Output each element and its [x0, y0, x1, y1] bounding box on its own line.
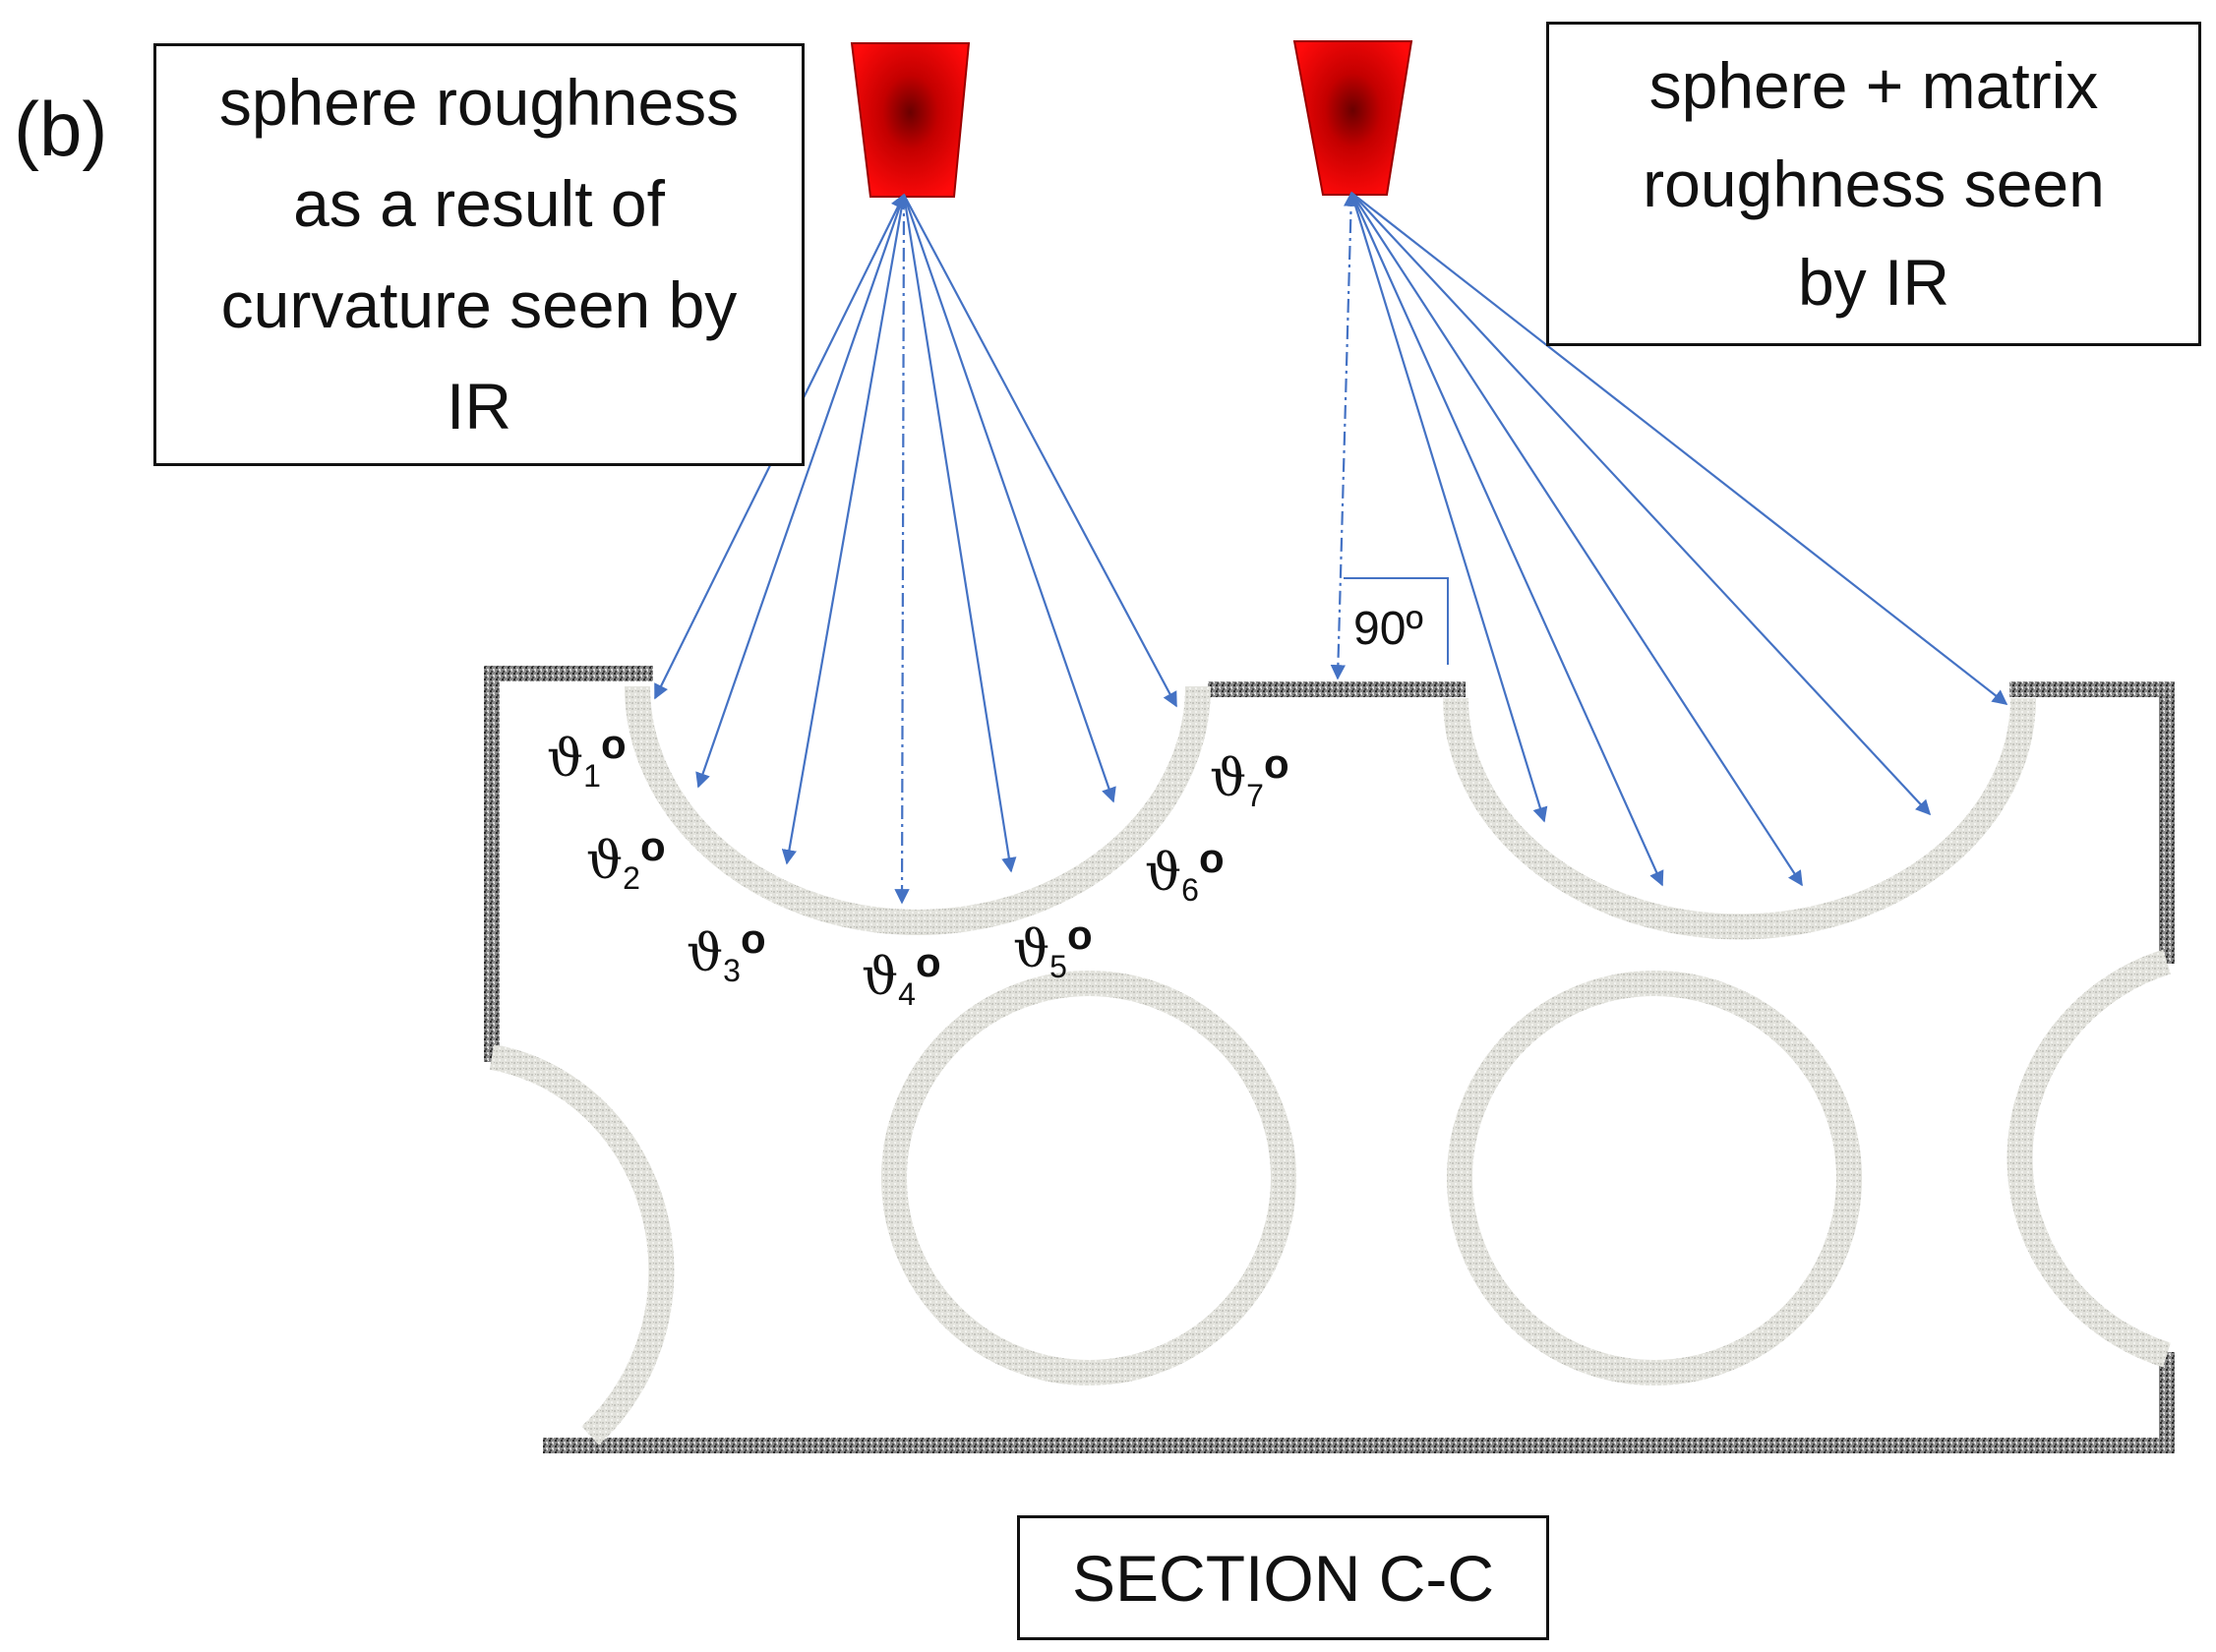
angle-3-symbol: ϑ	[687, 924, 724, 983]
angle-4-sub: 4	[898, 976, 916, 1012]
sphere-partial-right	[2006, 949, 2171, 1368]
angle-6-sub: 6	[1181, 872, 1199, 908]
right-angle-marker	[1344, 577, 1449, 665]
ray-right-2	[1349, 192, 1664, 887]
angle-label-1: ϑ1o	[547, 721, 627, 794]
angle-5-deg: o	[1066, 912, 1093, 958]
ray-right-3	[1350, 192, 1803, 887]
panel-label: (b)	[14, 86, 108, 172]
ir-sensor-left-icon	[850, 42, 971, 198]
left-box-line-3: curvature seen by	[220, 268, 738, 341]
angle-1-sub: 1	[583, 758, 601, 794]
sphere-middle-right	[1447, 971, 1862, 1386]
ray-right-1	[1349, 192, 1548, 823]
sphere-partial-left	[489, 1044, 675, 1446]
angle-7-symbol: ϑ	[1210, 749, 1247, 808]
angle-label-6: ϑ6o	[1145, 835, 1225, 908]
angle-5-symbol: ϑ	[1013, 920, 1050, 979]
ray-left-5	[902, 194, 1017, 873]
left-box-line-2: as a result of	[293, 167, 665, 240]
left-box-line-1: sphere roughness	[218, 66, 740, 139]
angle-2-sub: 2	[623, 860, 640, 896]
angle-7-deg: o	[1263, 740, 1289, 787]
angle-2-deg: o	[639, 823, 666, 869]
angle-3-sub: 3	[723, 953, 741, 988]
matrix-edge-right	[2009, 681, 2175, 964]
section-label-box: SECTION C-C	[1017, 1515, 1549, 1640]
ray-right-normal	[1330, 191, 1359, 680]
ray-left-3	[781, 194, 906, 865]
left-annotation-box: sphere roughness as a result of curvatur…	[153, 43, 805, 466]
angle-6-symbol: ϑ	[1145, 844, 1182, 903]
rays-right	[1330, 191, 2008, 887]
angle-label-4: ϑ4o	[862, 939, 941, 1012]
sphere-cap-right	[1443, 697, 2036, 940]
angle-7-sub: 7	[1246, 778, 1264, 813]
ray-right-5	[1350, 192, 2008, 705]
matrix-outline	[484, 666, 2175, 1453]
angle-4-symbol: ϑ	[862, 948, 899, 1007]
angle-label-3: ϑ3o	[687, 915, 766, 988]
matrix-edge-lower-right	[543, 1352, 2175, 1453]
angle-4-deg: o	[915, 939, 941, 985]
right-box-line-1: sphere + matrix	[1648, 49, 2099, 122]
angle-3-deg: o	[740, 915, 766, 962]
sphere-shells	[489, 685, 2171, 1446]
angle-label-5: ϑ5o	[1013, 912, 1093, 984]
angle-label-7: ϑ7o	[1210, 740, 1289, 813]
angle-1-symbol: ϑ	[547, 730, 584, 789]
left-box-line-4: IR	[446, 370, 511, 442]
ray-left-2	[695, 194, 906, 789]
matrix-edge-left	[484, 666, 653, 1062]
right-box-line-3: by IR	[1797, 246, 1950, 319]
angle-2-symbol: ϑ	[586, 832, 624, 891]
ray-right-4	[1350, 192, 1932, 816]
right-box-line-2: roughness seen	[1643, 148, 2105, 220]
right-angle-label: 90º	[1353, 603, 1423, 655]
angle-1-deg: o	[600, 721, 627, 767]
sphere-middle-left	[881, 971, 1296, 1386]
sphere-cap-left	[625, 685, 1211, 935]
ray-left-7	[903, 194, 1177, 708]
right-annotation-box: sphere + matrix roughness seen by IR	[1546, 22, 2201, 346]
ir-sensor-right-icon	[1292, 40, 1413, 196]
section-label: SECTION C-C	[1072, 1541, 1494, 1615]
angle-6-deg: o	[1198, 835, 1225, 881]
angle-5-sub: 5	[1049, 949, 1067, 984]
ray-left-4	[894, 194, 910, 905]
ray-left-6	[902, 194, 1116, 803]
angle-label-2: ϑ2o	[586, 823, 666, 896]
